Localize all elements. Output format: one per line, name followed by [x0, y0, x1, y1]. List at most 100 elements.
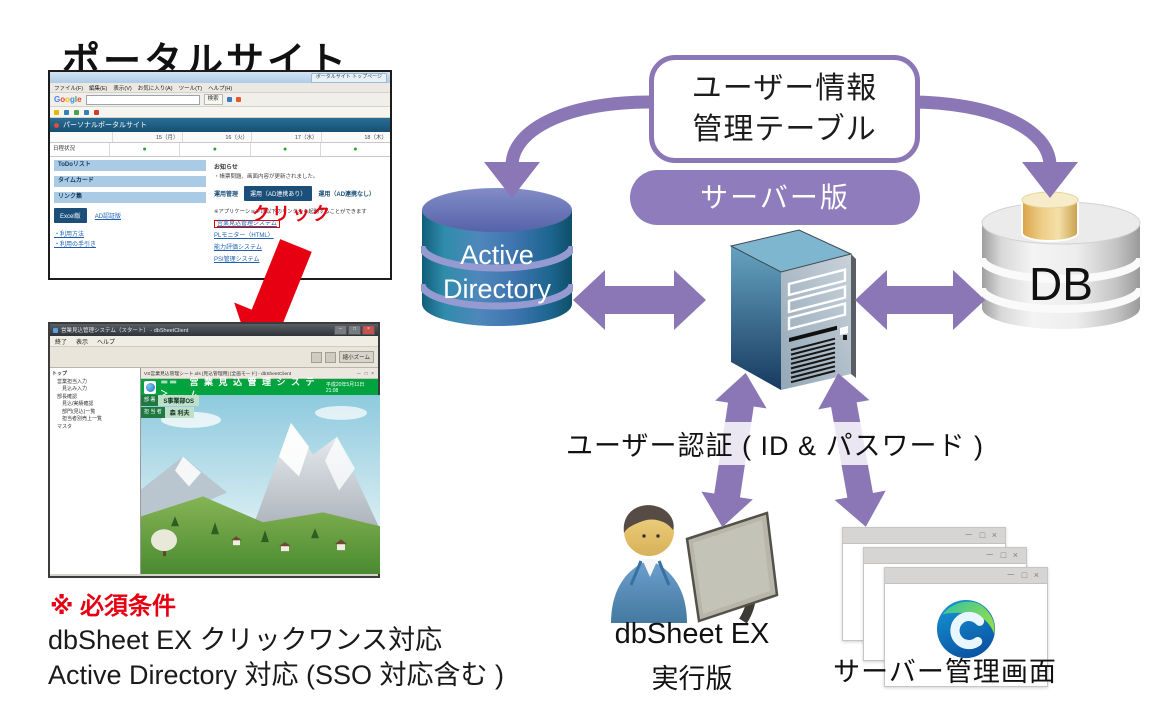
- app-tree-panel: トップ 営業担当入力 見込み入力 部長確認 見込/実績確認 部門(見込)一覧 担…: [50, 368, 141, 574]
- server-icon: [729, 229, 856, 390]
- browser-chrome-bar: ポータルサイト トップページ: [50, 72, 390, 83]
- app-menu-bar: 終了 表示 ヘルプ: [50, 336, 378, 347]
- app-link-psi[interactable]: PSI管理システム: [214, 257, 260, 263]
- edge-logo-icon: [936, 599, 996, 659]
- app-link-sales[interactable]: 営業見込管理システム: [214, 220, 280, 228]
- search-button[interactable]: 検索: [203, 94, 223, 105]
- inner-window-title-bar: VS営業見込管理シート.xls [見込管理用] [全画モード] - dbShee…: [141, 368, 378, 379]
- favorite-icon[interactable]: [54, 109, 59, 115]
- menu-item[interactable]: ヘルプ(H): [208, 85, 233, 92]
- tree-item[interactable]: 部門(見込)一覧: [62, 408, 96, 415]
- window-controls[interactable]: － □ ×: [985, 550, 1020, 560]
- arrow-ad-server: [573, 270, 706, 330]
- section-timecard[interactable]: タイムカード: [54, 176, 206, 187]
- dept-label: 部 署: [141, 395, 159, 406]
- menu-item[interactable]: ファイル(F): [54, 85, 84, 92]
- portal-logo-icon: [54, 122, 59, 128]
- window-title-bar: － □ ×: [843, 528, 1005, 544]
- tree-item[interactable]: 営業担当入力: [57, 378, 88, 385]
- calendar-date: 18（木）: [320, 132, 390, 142]
- toolbar-icon[interactable]: [235, 97, 241, 102]
- portal-left-column: ToDoリスト タイムカード リンク集 Excel版 AD認証版 ・利用方法 ・…: [54, 160, 206, 250]
- mode-ad-on-button[interactable]: 運用（AD連携あり）: [244, 186, 313, 201]
- green-dot-icon: ●: [249, 143, 320, 156]
- favorite-icon[interactable]: [94, 109, 99, 115]
- toolbar-icon[interactable]: [324, 351, 336, 363]
- notice-title: お知らせ: [214, 165, 238, 171]
- app-title-bar: 営業見込管理システム（スタート） - dbSheetClient – □ ×: [50, 324, 378, 336]
- person-label: 担 当 者: [141, 407, 165, 418]
- menu-exit[interactable]: 終了: [55, 339, 68, 346]
- toolbar-icon[interactable]: [310, 351, 322, 363]
- tree-item[interactable]: 見込/実績確認: [62, 401, 94, 407]
- mode-ad-off[interactable]: 運用（AD連携なし）: [318, 192, 376, 198]
- excel-button[interactable]: Excel版: [54, 208, 87, 223]
- guide-link[interactable]: ・利用の手引き: [54, 242, 97, 248]
- client-label: dbSheet EX: [614, 618, 770, 650]
- user-table-box: ユーザー情報 管理テーブル: [649, 55, 920, 163]
- arrow-box-to-db: [909, 95, 1057, 167]
- database-icon: DB: [980, 191, 1142, 329]
- banner-prefix: ＝＝＞: [160, 377, 179, 398]
- browser-tab[interactable]: ポータルサイト トップページ: [310, 72, 387, 83]
- ad-label: Directory: [443, 274, 552, 304]
- tree-item[interactable]: トップ: [52, 371, 68, 377]
- arrowhead-db: [1022, 162, 1078, 198]
- inner-window-controls[interactable]: － □ ×: [356, 370, 375, 377]
- app-document-area: VS営業見込管理シート.xls [見込管理用] [全画モード] - dbShee…: [141, 368, 380, 574]
- favorite-icon[interactable]: [64, 109, 69, 115]
- menu-item[interactable]: ツール(T): [178, 85, 203, 92]
- maximize-icon[interactable]: □: [348, 325, 361, 335]
- menu-item[interactable]: 編集(E): [89, 85, 108, 92]
- toolbar-icon[interactable]: [226, 97, 232, 102]
- ad-auth-link[interactable]: AD認証版: [94, 214, 122, 220]
- minimize-icon[interactable]: –: [334, 325, 347, 335]
- favorite-icon[interactable]: [74, 109, 79, 115]
- menu-item[interactable]: 表示(V): [113, 85, 132, 92]
- inner-window-title: VS営業見込管理シート.xls [見込管理用] [全画モード] - dbShee…: [144, 371, 292, 377]
- app-launch-note: ※アプリケーションは以下のリンクから起動することができます: [214, 209, 367, 215]
- section-todo[interactable]: ToDoリスト: [54, 160, 206, 171]
- window-controls[interactable]: － □ ×: [964, 530, 999, 540]
- zoom-control[interactable]: 縮小ズーム: [338, 351, 374, 363]
- system-banner: ＝＝＞ 営 業 見 込 管 理 シ ス テ ム 平成20年5月11日 21:08: [141, 377, 378, 400]
- alpine-photo: [141, 395, 380, 574]
- user-at-computer-icon: [611, 505, 779, 623]
- close-icon[interactable]: ×: [362, 325, 375, 335]
- google-toolbar: Google 検索: [50, 93, 390, 107]
- menu-view[interactable]: 表示: [76, 339, 89, 346]
- admin-window-front: － □ ×: [884, 567, 1048, 687]
- arrowhead-ad: [484, 162, 540, 198]
- requirement-line: Active Directory 対応 (SSO 対応含む ): [48, 660, 505, 690]
- tree-item[interactable]: 部長確認: [57, 393, 78, 400]
- window-controls[interactable]: － □ ×: [1006, 570, 1041, 580]
- tree-item[interactable]: 担当者別売上一覧: [62, 416, 103, 422]
- dept-value: S事業部OS: [158, 395, 200, 406]
- ad-database-icon: Active Directory: [421, 188, 573, 326]
- auth-label: ユーザー認証 ( ID & パスワード ): [558, 422, 992, 465]
- section-links[interactable]: リンク集: [54, 192, 206, 203]
- banner-date: 平成20年5月11日 21:08: [325, 382, 365, 394]
- usage-link[interactable]: ・利用方法: [54, 232, 85, 238]
- app-link-skill[interactable]: 能力評価システム: [214, 245, 262, 251]
- calendar-date: 15（月）: [112, 132, 182, 142]
- search-input[interactable]: [85, 94, 200, 105]
- portal-body: 15（月） 16（火） 17（水） 18（木） 日程状況 ● ● ● ● ToD…: [50, 132, 390, 277]
- user-table-line: ユーザー情報: [691, 72, 878, 105]
- person-value: 森 利夫: [164, 407, 195, 418]
- portal-right-column: お知らせ ・帳票問題、画面内容が更新されました。 運用管理 運用（AD連携あり）…: [214, 162, 386, 266]
- favorite-icon[interactable]: [84, 109, 89, 115]
- portal-header-title: パーソナルポータルサイト: [63, 122, 147, 129]
- menu-item[interactable]: お気に入り(A): [137, 85, 173, 92]
- browser-menu-bar: ファイル(F) 編集(E) 表示(V) お気に入り(A) ツール(T) ヘルプ(…: [50, 83, 390, 93]
- calendar-date: 17（水）: [251, 132, 321, 142]
- mode-ops[interactable]: 運用管理: [214, 192, 239, 198]
- admin-screen-label: サーバー管理画面: [833, 657, 1057, 687]
- menu-help[interactable]: ヘルプ: [97, 339, 116, 346]
- app-screenshot: 営業見込管理システム（スタート） - dbSheetClient – □ × 終…: [48, 322, 380, 578]
- app-link-plmonitor[interactable]: PLモニター（HTML）: [214, 233, 274, 239]
- tree-item[interactable]: 見込み入力: [62, 386, 88, 392]
- portal-header-bar: パーソナルポータルサイト: [50, 118, 390, 132]
- tree-item[interactable]: マスタ: [57, 423, 73, 430]
- db-label: DB: [1029, 258, 1093, 310]
